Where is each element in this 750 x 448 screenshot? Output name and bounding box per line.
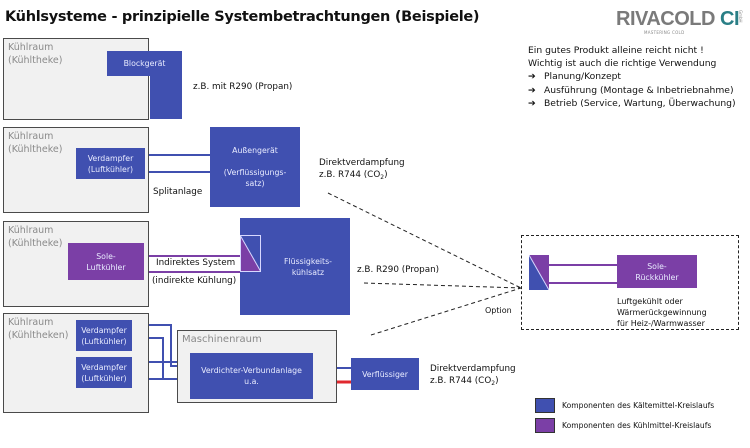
option-frame	[521, 235, 739, 330]
info-bullet: ➔ Planung/Konzept	[528, 70, 736, 83]
heat-exchanger-icon	[240, 235, 261, 272]
logo-legal: GmbH	[738, 10, 743, 23]
note-subscript: 2	[380, 173, 385, 181]
note-line: z.B. R744 (CO2)	[430, 376, 516, 390]
logo-tagline: MASTERING COLD	[644, 30, 685, 35]
logo-wordmark: RIVACOLD CI	[616, 8, 740, 31]
note-line: z.B. R744 (CO2)	[319, 170, 405, 184]
info-line-2: Wichtig ist auch die richtige Verwendung	[528, 58, 717, 70]
heat-exchanger-icon	[529, 255, 549, 290]
brine-recooler: Sole- Rückkühler	[617, 255, 697, 288]
legend-label: Komponenten des Kältemittel-Kreislaufs	[562, 401, 715, 410]
info-bullet-text: Ausführung (Montage & Inbetriebnahme)	[544, 84, 734, 96]
note-line: Direktverdampfung	[319, 158, 405, 168]
note-text: z.B. R744 (CO	[319, 169, 381, 180]
logo-brand: RIVACOLD	[616, 8, 715, 30]
note-text: z.B. R744 (CO	[430, 375, 492, 386]
condenser: Verflüssiger	[351, 358, 419, 390]
info-bullet: ➔ Betrieb (Service, Wartung, Überwachung)	[528, 97, 736, 110]
info-text: Ein gutes Produkt alleine reicht nicht !…	[528, 44, 736, 110]
room-label: Kühlraum (Kühltheke)	[8, 42, 63, 66]
page-title: Kühlsysteme - prinzipielle Systembetrach…	[5, 9, 480, 25]
room-label: Kühlraum (Kühltheke)	[8, 225, 63, 249]
recooler-description: Luftgekühlt oder Wärmerückgewinnung für …	[617, 297, 707, 328]
note-text: )	[384, 169, 388, 180]
outdoor-unit: Außengerät (Verflüssigungs- satz)	[210, 127, 300, 207]
row1-note: z.B. mit R290 (Propan)	[193, 82, 293, 92]
legend-label: Komponenten des Kühlmittel-Kreislaufs	[562, 421, 712, 430]
evaporator: Verdampfer (Luftkühler)	[76, 148, 145, 179]
legend-item: Komponenten des Kältemittel-Kreislaufs	[535, 398, 714, 413]
info-bullet: ➔ Ausführung (Montage & Inbetriebnahme)	[528, 84, 736, 97]
evaporator: Verdampfer (Luftkühler)	[76, 357, 132, 388]
row4-note: Direktverdampfung z.B. R744 (CO2)	[430, 364, 516, 389]
legend-item: Komponenten des Kühlmittel-Kreislaufs	[535, 418, 711, 433]
arrow-right-icon: ➔	[528, 84, 536, 96]
option-label: Option	[485, 306, 512, 315]
note-subscript: 2	[491, 379, 496, 387]
indirect-system-label: Indirektes System	[156, 258, 236, 268]
machine-room-label: Maschinenraum	[182, 334, 262, 345]
info-line-1: Ein gutes Produkt alleine reicht nicht !	[528, 45, 704, 56]
room-label: Kühlraum (Kühltheke)	[8, 131, 63, 155]
row2-note: Direktverdampfung z.B. R744 (CO2)	[319, 158, 405, 183]
note-text: )	[495, 375, 499, 386]
legend-swatch-coolant	[535, 418, 555, 433]
logo-brand-suffix: CI	[720, 8, 740, 30]
note-line: Direktverdampfung	[430, 364, 516, 374]
rivacold-logo: RIVACOLD CI MASTERING COLD GmbH	[616, 8, 744, 35]
info-bullet-text: Betrieb (Service, Wartung, Überwachung)	[544, 97, 736, 109]
compressor-rack: Verdichter-Verbundanlage u.a.	[190, 353, 313, 399]
option-dashed-line	[363, 282, 522, 289]
legend-swatch-refrigerant	[535, 398, 555, 413]
indirect-system-sublabel: (indirekte Kühlung)	[152, 276, 237, 286]
brine-air-cooler: Sole- Luftkühler	[68, 243, 144, 280]
evaporator: Verdampfer (Luftkühler)	[76, 320, 132, 351]
block-unit: Blockgerät	[107, 51, 182, 76]
arrow-right-icon: ➔	[528, 97, 536, 109]
room-label: Kühlraum (Kühltheken)	[8, 317, 69, 341]
block-unit-body	[150, 76, 182, 119]
arrow-right-icon: ➔	[528, 71, 536, 83]
split-system-label: Splitanlage	[153, 187, 203, 197]
row3-note: z.B. R290 (Propan)	[357, 265, 440, 275]
info-bullet-text: Planung/Konzept	[544, 71, 622, 83]
